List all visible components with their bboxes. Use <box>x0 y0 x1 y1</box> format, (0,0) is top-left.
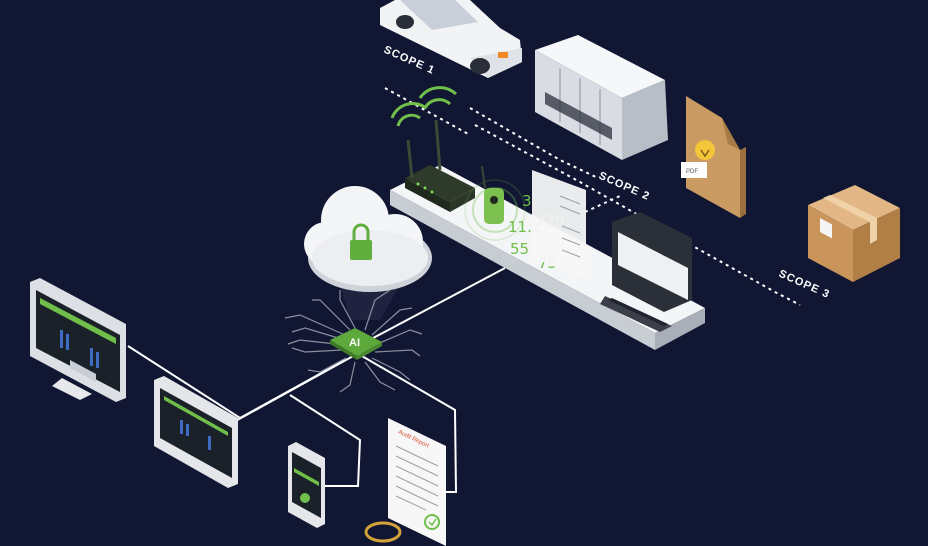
ai-chip-icon: AI <box>284 289 423 393</box>
workstation-monitor-icon <box>600 212 692 332</box>
scope1-path <box>384 87 471 136</box>
secure-cloud-icon <box>304 186 432 320</box>
reading-55: 55 <box>510 240 529 258</box>
magnifier-icon <box>364 521 402 543</box>
desktop-dashboard-monitor <box>30 278 126 402</box>
line-chip-to-tablet <box>231 354 356 424</box>
scope-paths <box>384 87 801 306</box>
line-chip-to-platform <box>359 267 506 346</box>
pdf-document-icon: PDF <box>681 96 746 218</box>
audit-report-document: Audit Report <box>364 418 446 546</box>
reading-3: 3 <box>522 192 532 210</box>
scope2-label: SCOPE 2 <box>597 170 652 203</box>
scope3-path <box>474 124 801 306</box>
scope3-label: SCOPE 3 <box>777 268 832 301</box>
scope1-label: SCOPE 1 <box>382 44 437 77</box>
invoice-document-icon <box>532 170 586 278</box>
connection-lines <box>127 267 506 493</box>
car-illustration <box>380 0 522 78</box>
line-chip-to-report <box>354 351 458 493</box>
scope2-link <box>584 195 621 213</box>
iot-sensor-icon <box>464 165 526 241</box>
mobile-phone-dashboard <box>288 442 325 528</box>
line-chip-to-phone <box>289 394 362 487</box>
wifi-router-icon <box>390 86 475 212</box>
server-illustration <box>535 35 668 160</box>
package-box-icon <box>808 185 900 282</box>
pdf-label: PDF <box>686 169 698 175</box>
ai-chip-label: AI <box>349 337 360 349</box>
tablet-dashboard <box>154 376 238 488</box>
